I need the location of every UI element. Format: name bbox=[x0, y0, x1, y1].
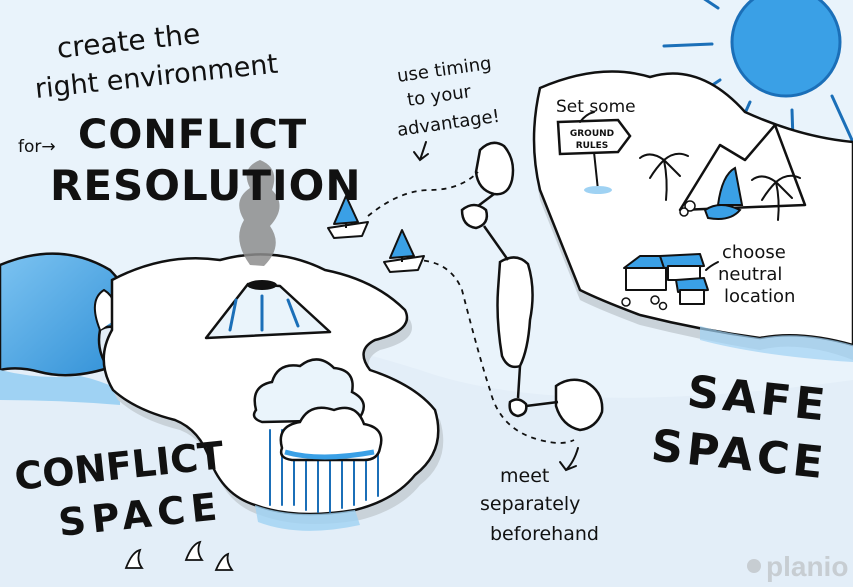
title-for-prefix: for→ bbox=[18, 137, 56, 157]
houses-icon bbox=[623, 253, 709, 305]
title-heading2: RESOLUTION bbox=[50, 161, 362, 210]
note-meet-line1: meet bbox=[500, 465, 549, 487]
note-timing-line1: use timing bbox=[396, 53, 493, 87]
note-neutral-line1: choose bbox=[722, 242, 786, 263]
dashed-route bbox=[367, 171, 575, 444]
planio-logo: planio bbox=[747, 551, 848, 582]
shark-fin-icon bbox=[124, 540, 234, 571]
sign-line2: RULES bbox=[576, 141, 609, 151]
mountain-waterfall-icon bbox=[678, 123, 807, 220]
sign-line1: GROUND bbox=[570, 129, 614, 139]
stepping-stone-islands bbox=[460, 141, 604, 432]
volcano-icon bbox=[204, 160, 332, 340]
brand-name: planio bbox=[766, 551, 848, 582]
note-meet-line2: separately bbox=[480, 493, 580, 515]
palm-tree-icon bbox=[639, 152, 801, 221]
ground-rules-sign: GROUND RULES bbox=[556, 118, 632, 194]
title-heading1: CONFLICT bbox=[78, 112, 307, 158]
note-timing-line2: to your bbox=[406, 81, 473, 111]
sun-icon bbox=[662, 0, 853, 172]
arrow-icon bbox=[413, 111, 719, 472]
note-set-some: Set some bbox=[556, 97, 636, 117]
note-meet-line3: beforehand bbox=[490, 523, 599, 545]
sailboat-icon bbox=[383, 229, 425, 273]
storm-cloud-icon bbox=[252, 358, 383, 513]
wave-icon bbox=[0, 252, 134, 405]
flowers-icon bbox=[621, 295, 668, 311]
note-neutral-line2: neutral bbox=[718, 264, 782, 285]
note-neutral-line3: location bbox=[724, 286, 795, 307]
note-timing-line3: advantage! bbox=[396, 106, 501, 141]
sailboat-icon bbox=[327, 195, 369, 239]
